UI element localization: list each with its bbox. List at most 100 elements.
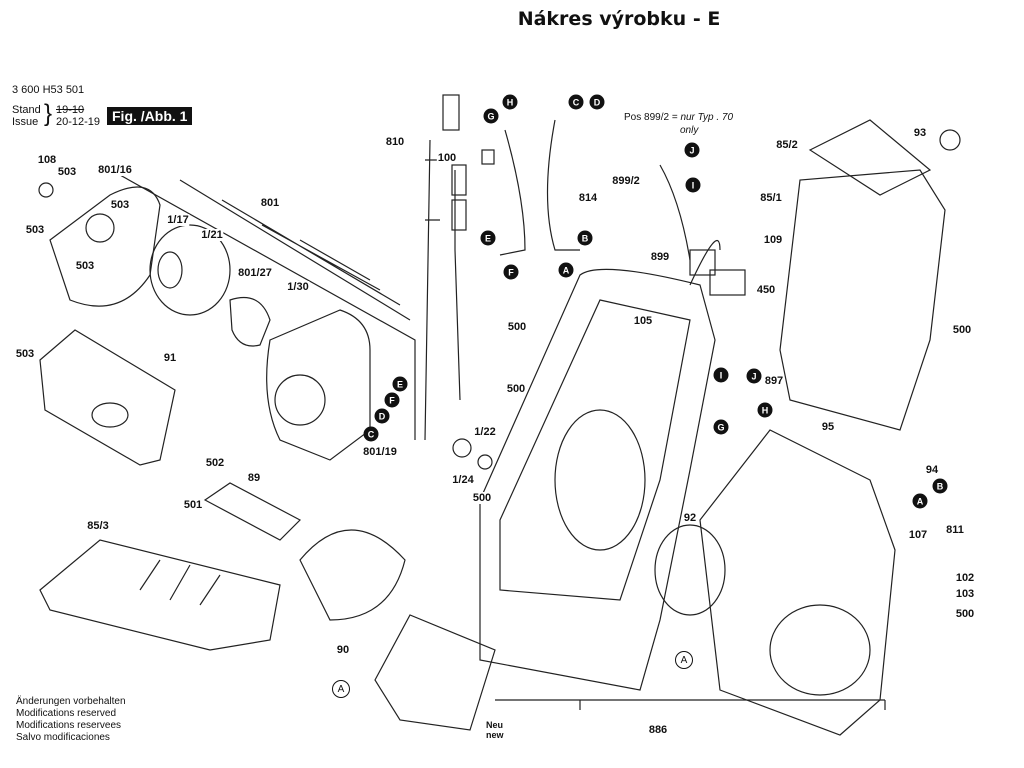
hopper-85-1 bbox=[779, 169, 946, 431]
side-cover bbox=[699, 429, 896, 736]
part-label: 105 bbox=[632, 315, 654, 327]
part-label: 1/21 bbox=[200, 229, 224, 241]
connector-marker: G bbox=[483, 108, 499, 124]
motor bbox=[149, 224, 231, 316]
part-label: 1/24 bbox=[451, 474, 475, 486]
part-label: 899 bbox=[649, 251, 671, 263]
footer-line: Modifications reservees bbox=[16, 720, 122, 731]
connector-marker: B bbox=[932, 478, 948, 494]
part-label: 100 bbox=[436, 152, 458, 164]
part-label: 108 bbox=[36, 154, 58, 166]
part-label: 89 bbox=[246, 472, 262, 484]
part-label: 102 bbox=[954, 572, 976, 584]
part-label: 814 bbox=[577, 192, 599, 204]
part-label: 500 bbox=[954, 608, 976, 620]
part-label: 897 bbox=[763, 375, 785, 387]
cover-85-2 bbox=[808, 119, 932, 196]
note-text: nur Typ . 70 bbox=[680, 112, 734, 123]
part-label: 85/2 bbox=[775, 139, 799, 151]
part-label: 500 bbox=[505, 383, 527, 395]
main-housing bbox=[479, 268, 716, 691]
brace: } bbox=[44, 100, 53, 127]
connector-marker: H bbox=[502, 94, 518, 110]
connector-marker: F bbox=[503, 264, 519, 280]
part-label: 500 bbox=[506, 321, 528, 333]
connector-marker: D bbox=[374, 408, 390, 424]
connector-marker: A bbox=[912, 493, 928, 509]
motor-housing bbox=[266, 309, 371, 461]
footer-line: Modifications reserved bbox=[16, 708, 117, 719]
part-label: 801/16 bbox=[97, 164, 133, 176]
connector-marker: F bbox=[384, 392, 400, 408]
base-91 bbox=[39, 329, 176, 466]
part-label: 95 bbox=[820, 421, 836, 433]
connector-marker: C bbox=[363, 426, 379, 442]
part-label: 90 bbox=[335, 644, 351, 656]
part-label: 1/30 bbox=[286, 281, 310, 293]
figure-label: Fig. /Abb. 1 bbox=[107, 107, 193, 125]
bearing-108 bbox=[38, 182, 54, 198]
disc-90 bbox=[299, 529, 406, 621]
fan bbox=[229, 296, 271, 347]
part-label: 94 bbox=[924, 464, 940, 476]
connector-marker: D bbox=[589, 94, 605, 110]
issue-value: 20-12-19 bbox=[56, 116, 101, 128]
connector-marker: A bbox=[558, 262, 574, 278]
connector-marker: I bbox=[713, 367, 729, 383]
neu-label: Neu bbox=[486, 720, 504, 730]
wheel-92 bbox=[654, 524, 726, 616]
chute bbox=[374, 614, 496, 731]
connector-marker: C bbox=[568, 94, 584, 110]
stand-label: Stand bbox=[12, 104, 41, 116]
connector-marker: J bbox=[684, 142, 700, 158]
blade-89 bbox=[203, 482, 301, 541]
part-label: 500 bbox=[471, 492, 493, 504]
part-label: 450 bbox=[755, 284, 777, 296]
part-label: 85/1 bbox=[759, 192, 783, 204]
footer-line: Änderungen vorbehalten bbox=[16, 696, 126, 707]
part-label: 500 bbox=[951, 324, 973, 336]
part-label: 503 bbox=[74, 260, 96, 272]
part-label: 801 bbox=[259, 197, 281, 209]
part-label: 109 bbox=[762, 234, 784, 246]
part-label: 503 bbox=[109, 199, 131, 211]
part-label: 103 bbox=[954, 588, 976, 600]
connector-marker: I bbox=[685, 177, 701, 193]
footer-line: Salvo modificaciones bbox=[16, 732, 110, 743]
note-text2: only bbox=[680, 125, 699, 136]
connector-marker: J bbox=[746, 368, 762, 384]
connector-marker: A bbox=[675, 651, 693, 669]
part-label: 93 bbox=[912, 127, 928, 139]
part-label: 810 bbox=[384, 136, 406, 148]
part-label: 1/22 bbox=[473, 426, 497, 438]
connector-marker: E bbox=[480, 230, 496, 246]
connector-marker: E bbox=[392, 376, 408, 392]
connector-marker: A bbox=[332, 680, 350, 698]
part-label: 502 bbox=[204, 457, 226, 469]
footer-disclaimer: Änderungen vorbehalten Modifications res… bbox=[16, 696, 126, 744]
part-label: 503 bbox=[56, 166, 78, 178]
part-label: 85/3 bbox=[86, 520, 110, 532]
part-label: 91 bbox=[162, 352, 178, 364]
connector-marker: H bbox=[757, 402, 773, 418]
page-title: Nákres výrobku - E bbox=[517, 8, 721, 30]
tray-85-3 bbox=[39, 539, 281, 651]
connector-marker: G bbox=[713, 419, 729, 435]
new-label: new bbox=[486, 730, 504, 740]
part-label: 801/19 bbox=[362, 446, 398, 458]
part-label: 899/2 bbox=[611, 175, 641, 187]
part-label: 801/27 bbox=[237, 267, 273, 279]
stand-value: 19-10 bbox=[56, 104, 85, 116]
part-label: 501 bbox=[182, 499, 204, 511]
document-number: 3 600 H53 501 bbox=[12, 84, 85, 96]
part-label: 886 bbox=[647, 724, 669, 736]
part-label: 503 bbox=[24, 224, 46, 236]
variant-note: Pos 899/2 = nur Typ . 70 only bbox=[624, 111, 733, 137]
note-pos: Pos 899/2 = bbox=[624, 112, 678, 123]
motor-cover bbox=[49, 186, 161, 307]
part-label: 92 bbox=[682, 512, 698, 524]
